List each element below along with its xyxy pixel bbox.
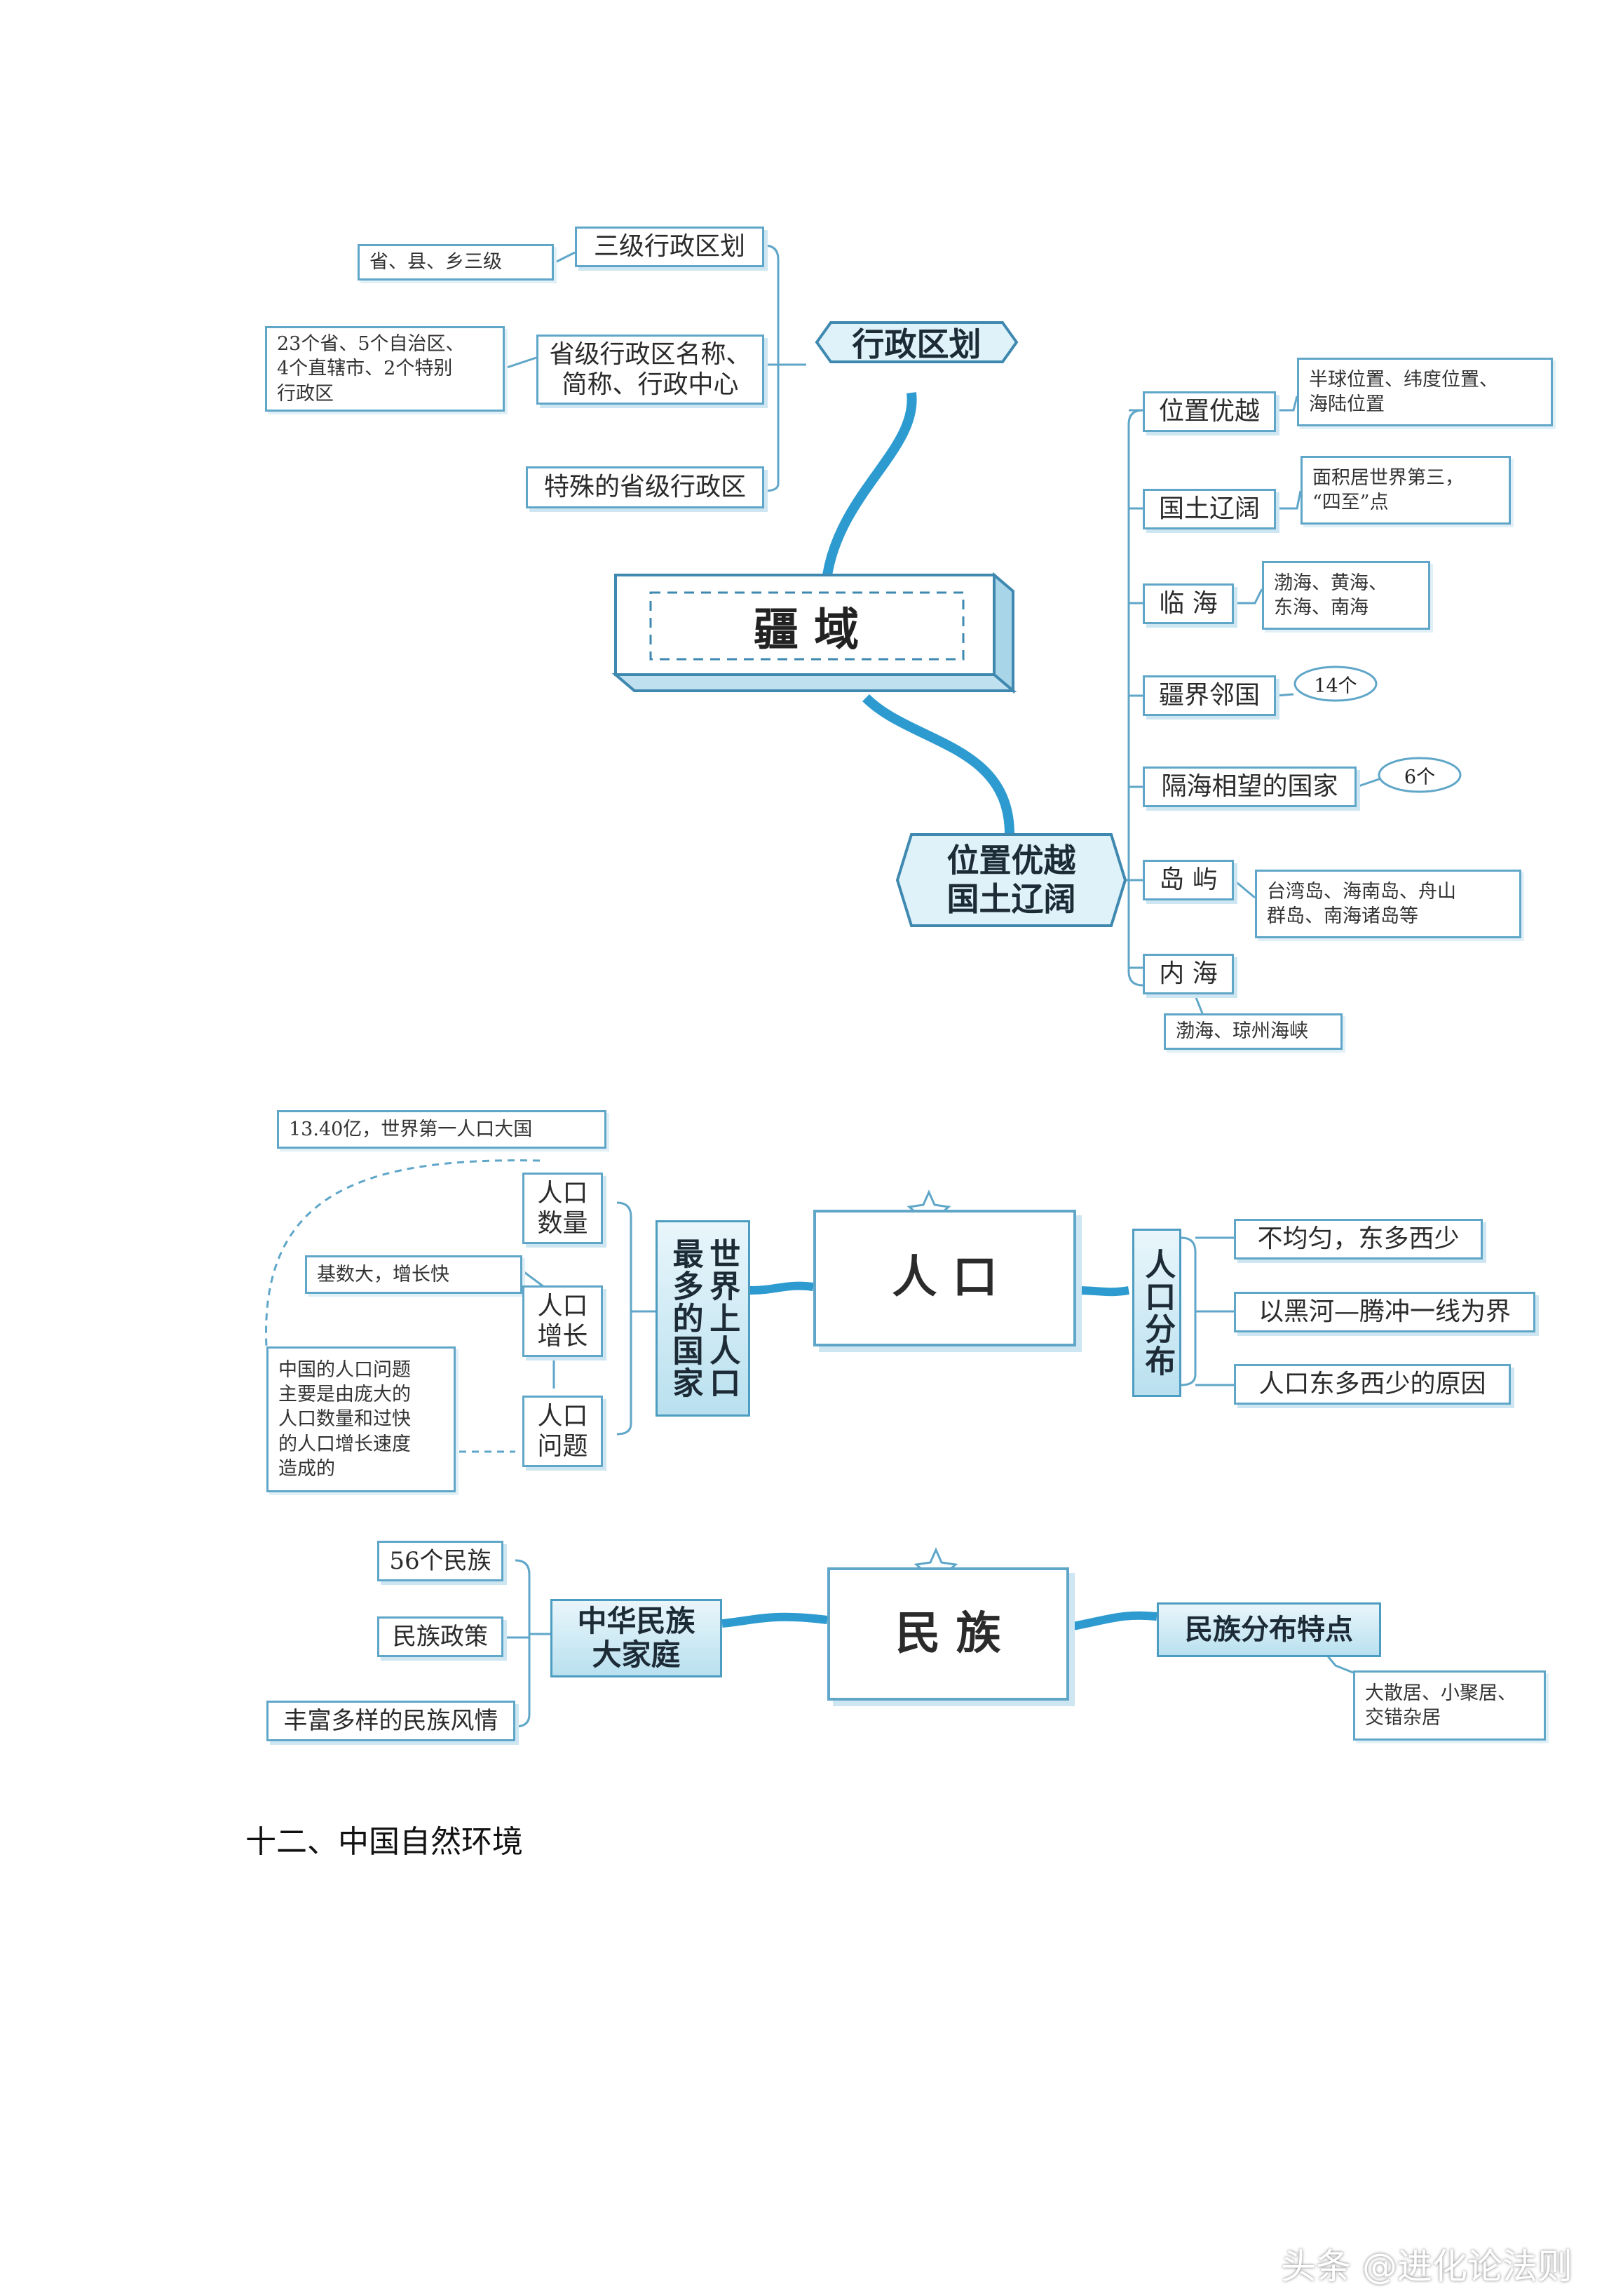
population-right-item-reason: 人口东多西少的原因 <box>1234 1364 1511 1405</box>
population-left-heading: 世界上人口最多的国家 <box>656 1220 750 1417</box>
ethnic-center-box: 民 族 <box>827 1567 1069 1701</box>
population-note-quantity: 13.40亿，世界第一人口大国 <box>277 1110 606 1149</box>
population-center-label: 人 口 <box>892 1251 998 1304</box>
ethnic-right-heading: 民族分布特点 <box>1157 1602 1381 1657</box>
ethnic-center-label: 民 族 <box>895 1607 1001 1660</box>
footer-watermark: 头条 @进化论法则 <box>1281 2246 1573 2287</box>
location-item-islands: 岛 屿 <box>1143 860 1234 900</box>
population-note-problem: 中国的人口问题 主要是由庞大的 人口数量和过快 的人口增长速度 造成的 <box>266 1346 456 1492</box>
admin-heading: 行政区划 <box>852 325 982 363</box>
population-item-growth: 人口 增长 <box>522 1285 603 1357</box>
population-right-item-uneven: 不均匀，东多西少 <box>1234 1219 1483 1260</box>
location-item-territory: 国土辽阔 <box>1143 489 1276 529</box>
location-item-overseas: 隔海相望的国家 <box>1143 767 1357 807</box>
location-item-neighbors: 疆界邻国 <box>1143 675 1276 716</box>
population-note-growth: 基数大，增长快 <box>305 1255 522 1294</box>
location-item-seas: 临 海 <box>1143 583 1234 624</box>
ethnic-right-note: 大散居、小聚居、 交错杂居 <box>1353 1670 1546 1741</box>
admin-note-provincial-names: 23个省、5个自治区、 4个直辖市、2个特别 行政区 <box>265 326 505 412</box>
location-heading: 位置优越 国土辽阔 <box>946 841 1076 918</box>
location-note-overseas: 6个 <box>1404 766 1436 788</box>
section-title: 十二、中国自然环境 <box>245 1824 523 1860</box>
ethnic-left-item-customs: 丰富多样的民族风情 <box>266 1701 515 1741</box>
location-item-position: 位置优越 <box>1143 391 1276 432</box>
population-item-problem: 人口 问题 <box>522 1396 603 1467</box>
admin-note-three-level: 省、县、乡三级 <box>358 244 554 281</box>
admin-item-provincial-names: 省级行政区名称、 简称、行政中心 <box>536 335 764 405</box>
territory-center-label: 疆 域 <box>753 603 860 656</box>
population-right-item-heihe-line: 以黑河—腾冲一线为界 <box>1234 1292 1535 1332</box>
location-note-inland-seas: 渤海、琼州海峡 <box>1164 1013 1343 1050</box>
location-note-territory: 面积居世界第三， “四至”点 <box>1301 456 1511 525</box>
population-center-box: 人 口 <box>813 1210 1076 1346</box>
ethnic-left-heading: 中华民族 大家庭 <box>550 1599 722 1677</box>
admin-item-special: 特殊的省级行政区 <box>526 466 764 508</box>
admin-item-three-level: 三级行政区划 <box>575 227 764 267</box>
ethnic-left-item-56: 56个民族 <box>377 1541 503 1581</box>
population-right-heading: 人口分布 <box>1132 1229 1181 1397</box>
population-item-quantity: 人口 数量 <box>522 1173 603 1244</box>
location-item-inland-seas: 内 海 <box>1143 954 1234 994</box>
location-note-position: 半球位置、纬度位置、 海陆位置 <box>1297 358 1553 426</box>
ethnic-left-item-policy: 民族政策 <box>377 1616 503 1657</box>
location-note-neighbors: 14个 <box>1314 675 1357 697</box>
location-note-islands: 台湾岛、海南岛、舟山 群岛、南海诸岛等 <box>1255 870 1521 938</box>
location-note-seas: 渤海、黄海、 东海、南海 <box>1262 561 1430 630</box>
